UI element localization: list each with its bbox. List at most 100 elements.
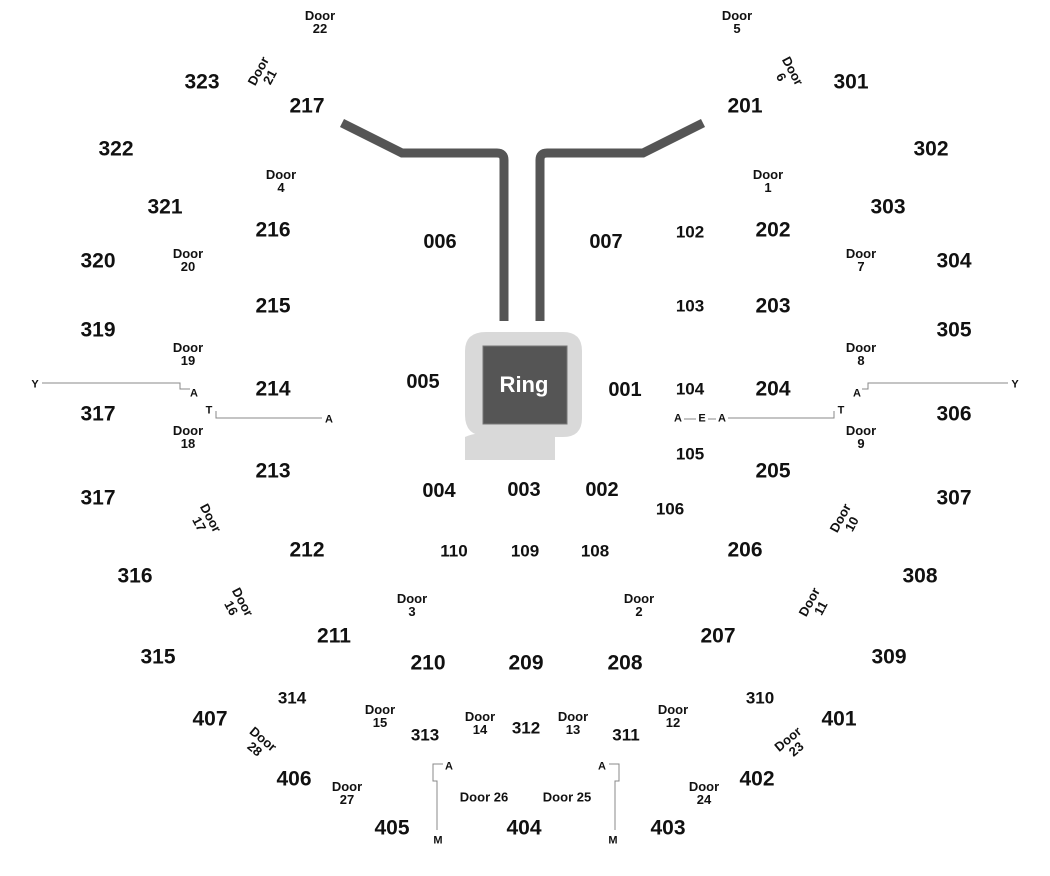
section-102[interactable]: 102 (675, 222, 705, 242)
section-003[interactable]: 003 (507, 479, 541, 501)
door-25: Door 25 (542, 789, 592, 805)
marker-m-bottom-left: M (433, 834, 443, 847)
section-317-upper[interactable]: 317 (80, 402, 116, 426)
section-316[interactable]: 316 (117, 564, 153, 588)
section-002[interactable]: 002 (585, 479, 619, 501)
section-004[interactable]: 004 (422, 480, 456, 502)
section-106[interactable]: 106 (655, 499, 685, 519)
section-208[interactable]: 208 (607, 651, 643, 675)
section-407[interactable]: 407 (192, 707, 228, 731)
marker-a-bottom-left: A (445, 760, 453, 773)
section-319[interactable]: 319 (80, 318, 116, 342)
section-103[interactable]: 103 (675, 296, 705, 316)
section-305[interactable]: 305 (936, 318, 972, 342)
section-312[interactable]: 312 (511, 718, 541, 738)
section-109[interactable]: 109 (510, 541, 540, 561)
section-320[interactable]: 320 (80, 249, 116, 273)
section-301[interactable]: 301 (833, 70, 869, 94)
section-209[interactable]: 209 (508, 651, 544, 675)
marker-a-e-right: A (718, 412, 726, 425)
section-213[interactable]: 213 (255, 459, 291, 483)
section-202[interactable]: 202 (755, 218, 791, 242)
section-321[interactable]: 321 (147, 195, 183, 219)
marker-e: E (698, 412, 706, 425)
marker-y-left: Y (31, 378, 39, 391)
section-404[interactable]: 404 (506, 816, 542, 840)
section-309[interactable]: 309 (871, 645, 907, 669)
section-005[interactable]: 005 (406, 371, 440, 393)
section-302[interactable]: 302 (913, 137, 949, 161)
section-210[interactable]: 210 (410, 651, 446, 675)
section-403[interactable]: 403 (650, 816, 686, 840)
marker-t-right: T (837, 404, 845, 417)
section-405[interactable]: 405 (374, 816, 410, 840)
section-204[interactable]: 204 (755, 377, 791, 401)
section-402[interactable]: 402 (739, 767, 775, 791)
aisle-line-left-lower (215, 411, 322, 419)
section-207[interactable]: 207 (700, 624, 736, 648)
section-310[interactable]: 310 (745, 688, 775, 708)
section-001[interactable]: 001 (608, 379, 642, 401)
marker-a-left-upper: A (190, 387, 198, 400)
marker-y-right: Y (1011, 378, 1019, 391)
section-323[interactable]: 323 (184, 70, 220, 94)
entrance-ramp-right (535, 118, 706, 321)
section-205[interactable]: 205 (755, 459, 791, 483)
section-206[interactable]: 206 (727, 538, 763, 562)
section-311[interactable]: 311 (612, 725, 640, 745)
section-315[interactable]: 315 (140, 645, 176, 669)
section-201[interactable]: 201 (727, 94, 763, 118)
aisle-line-bottom-right (609, 763, 620, 830)
section-110[interactable]: 110 (440, 541, 468, 561)
section-105[interactable]: 105 (675, 444, 705, 464)
section-211[interactable]: 211 (317, 624, 351, 648)
marker-a-left-lower: A (325, 413, 333, 426)
section-307[interactable]: 307 (936, 486, 972, 510)
section-216[interactable]: 216 (255, 218, 291, 242)
section-217[interactable]: 217 (289, 94, 325, 118)
section-306[interactable]: 306 (936, 402, 972, 426)
aisle-line-right-lower (728, 411, 835, 419)
section-303[interactable]: 303 (870, 195, 906, 219)
section-215[interactable]: 215 (255, 294, 291, 318)
section-006[interactable]: 006 (423, 231, 457, 253)
section-304[interactable]: 304 (936, 249, 972, 273)
marker-a-e-left: A (674, 412, 682, 425)
ring[interactable] (482, 345, 568, 425)
marker-m-bottom-right: M (608, 834, 618, 847)
entrance-ramp-left (339, 118, 509, 321)
section-203[interactable]: 203 (755, 294, 791, 318)
aisle-line-bottom-left (432, 763, 443, 830)
marker-a-right-upper: A (853, 387, 861, 400)
section-214[interactable]: 214 (255, 377, 291, 401)
section-313[interactable]: 313 (410, 725, 440, 745)
section-108[interactable]: 108 (580, 541, 610, 561)
section-314[interactable]: 314 (277, 688, 307, 708)
section-308[interactable]: 308 (902, 564, 938, 588)
section-212[interactable]: 212 (289, 538, 325, 562)
section-322[interactable]: 322 (98, 137, 134, 161)
aisle-line-right-upper (862, 382, 1008, 390)
section-406[interactable]: 406 (276, 767, 312, 791)
ring-label: Ring (499, 372, 549, 397)
section-007[interactable]: 007 (589, 231, 623, 253)
section-317-lower[interactable]: 317 (80, 486, 116, 510)
section-104[interactable]: 104 (675, 379, 705, 399)
marker-t-left: T (205, 404, 213, 417)
section-401[interactable]: 401 (821, 707, 857, 731)
